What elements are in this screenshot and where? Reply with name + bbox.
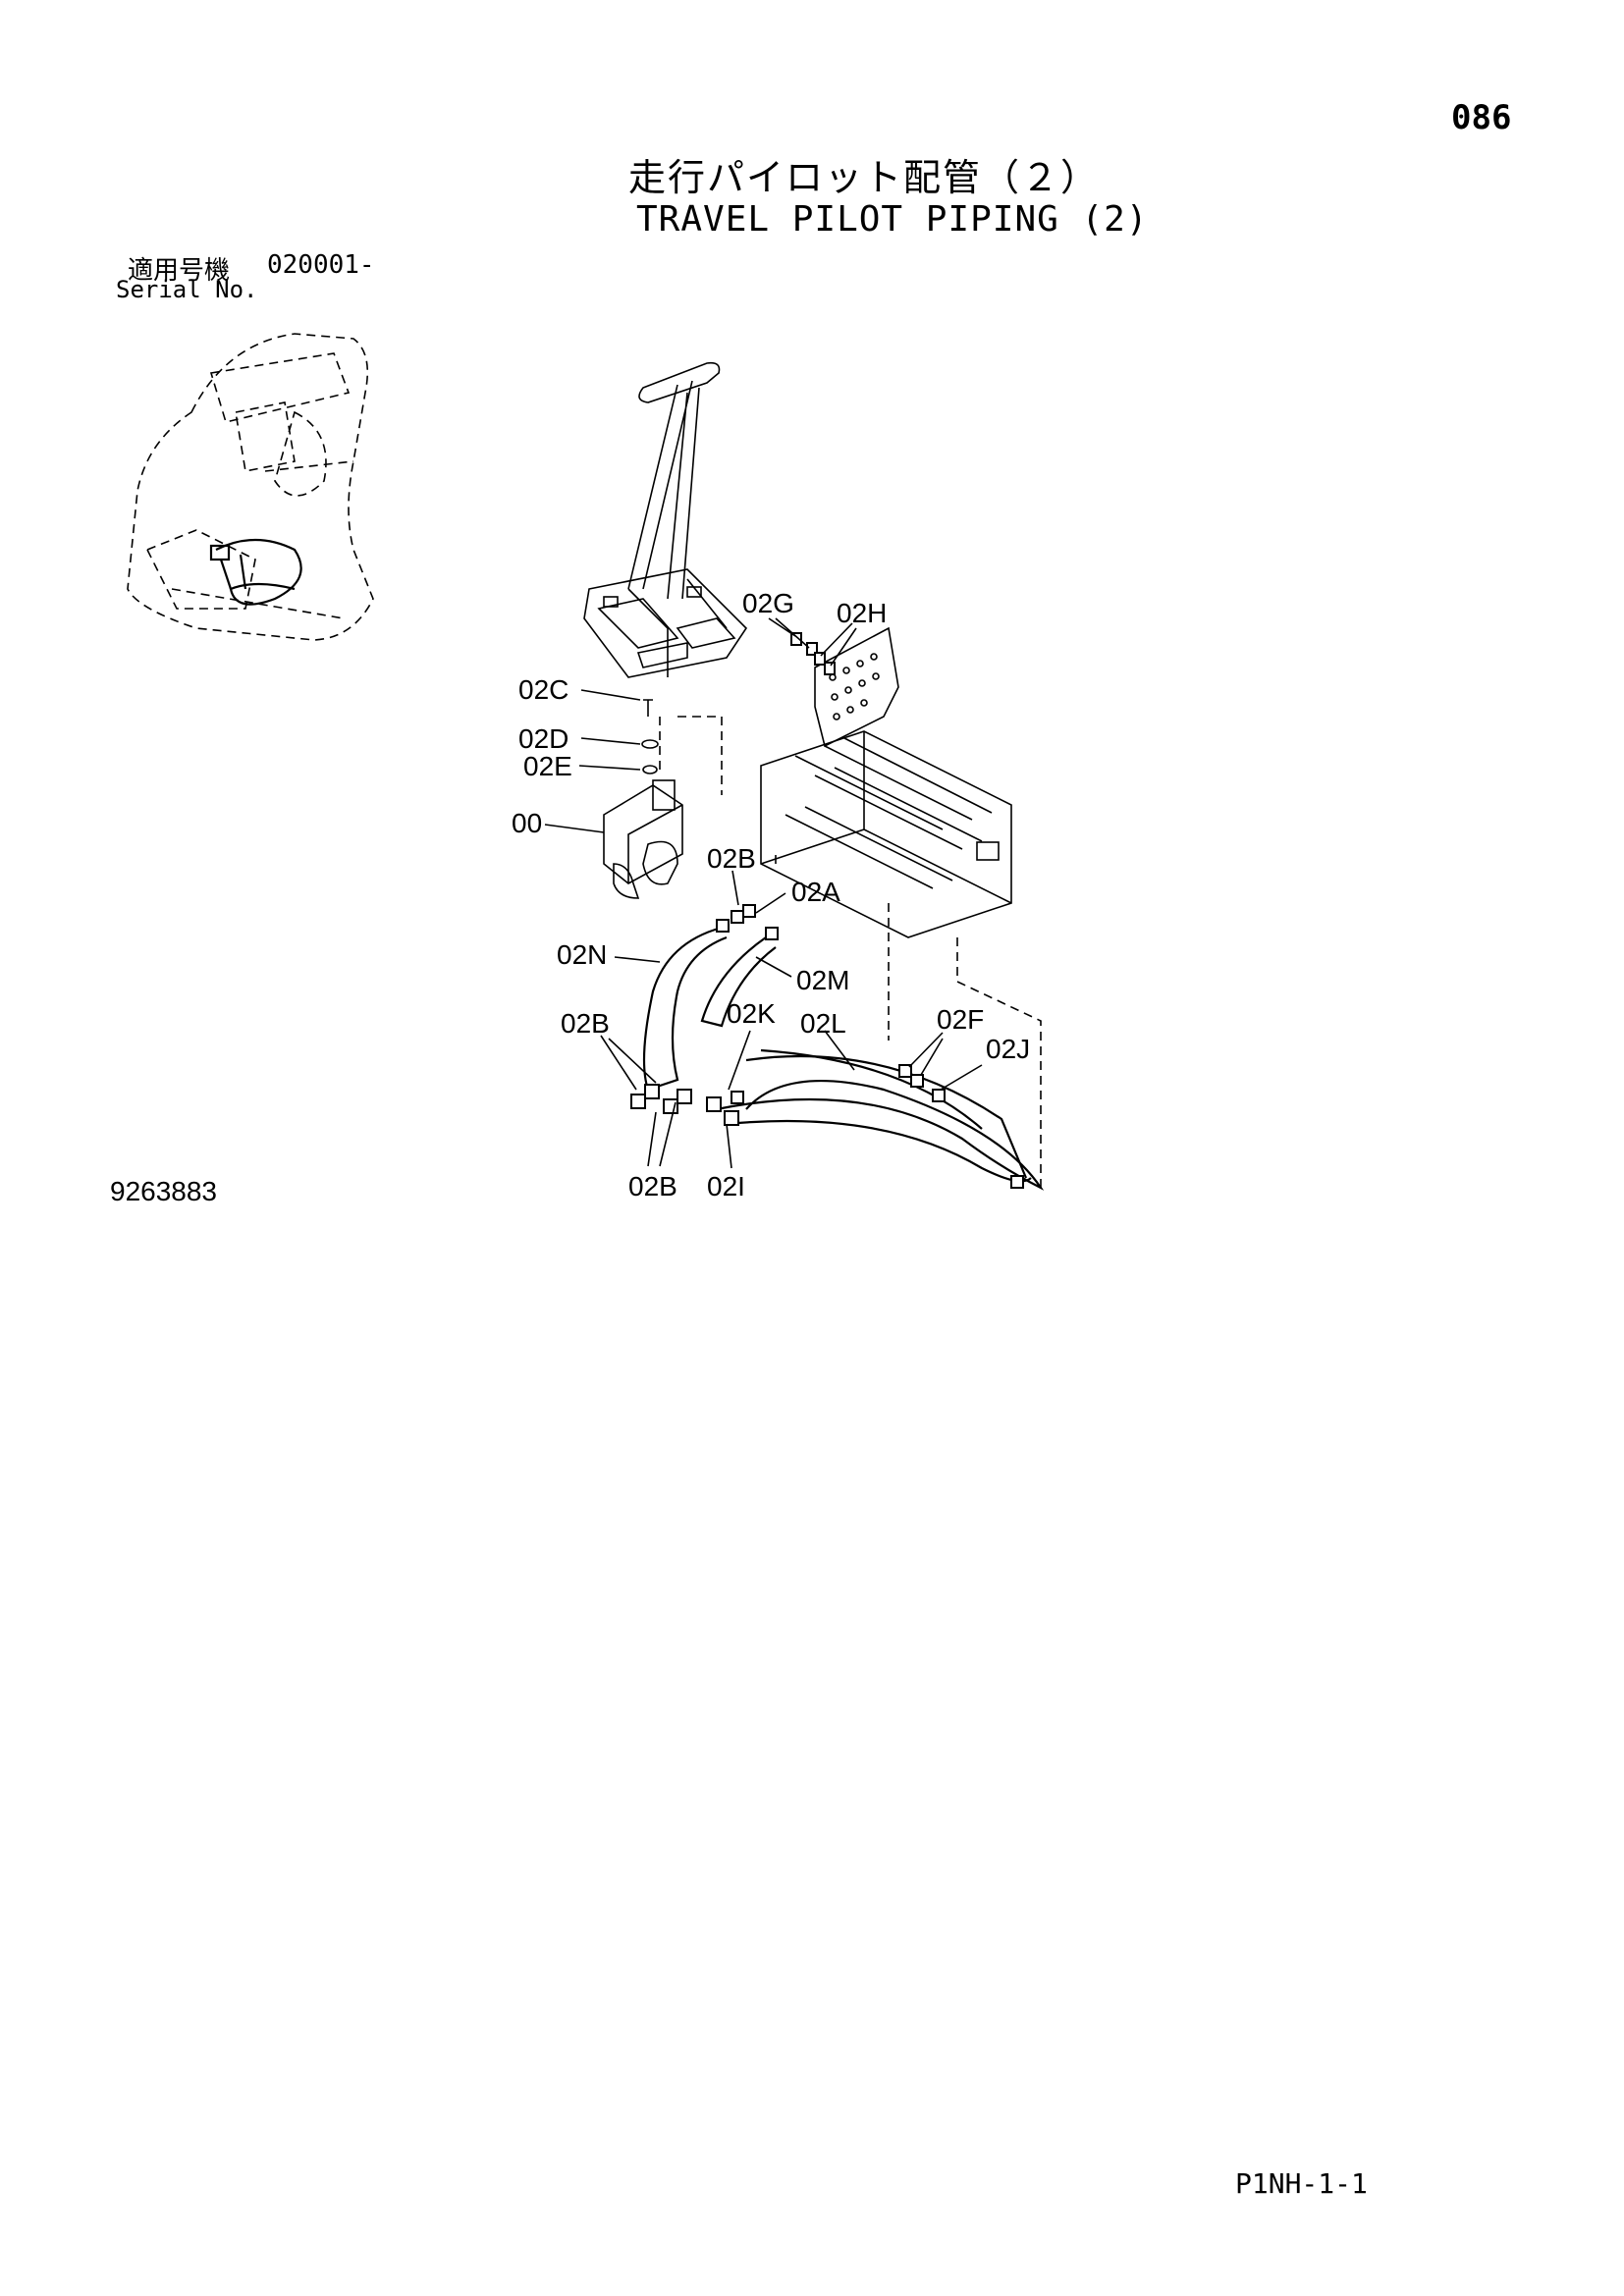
- title-japanese: 走行パイロット配管（２）: [628, 156, 1101, 199]
- callout-02G: 02G: [742, 588, 794, 618]
- callout-02D: 02D: [518, 723, 568, 754]
- callout-02I: 02I: [707, 1171, 745, 1201]
- footer-code: P1NH-1-1: [1235, 2167, 1368, 2200]
- callout-02B-bottom: 02B: [628, 1171, 677, 1201]
- callout-02C: 02C: [518, 674, 568, 705]
- serial-label-english: Serial No.: [116, 276, 258, 303]
- callout-02A: 02A: [791, 877, 840, 907]
- title-english: TRAVEL PILOT PIPING (2): [636, 199, 1149, 240]
- callout-00: 00: [512, 808, 542, 838]
- control-valve-block: [760, 730, 1042, 1188]
- callout-02L: 02L: [800, 1008, 846, 1039]
- callout-02B-top: 02B: [707, 843, 756, 874]
- serial-value: 020001-: [267, 250, 375, 280]
- serial-label-japanese: 適用号機: [128, 256, 231, 286]
- callout-02M: 02M: [796, 965, 849, 995]
- leader-lines: [544, 617, 983, 1169]
- callout-02B-left: 02B: [561, 1008, 610, 1039]
- callout-02F: 02F: [937, 1004, 984, 1035]
- fittings: [630, 632, 1024, 1189]
- drawing-number: 9263883: [110, 1176, 218, 1206]
- page-number: 086: [1451, 98, 1512, 137]
- pilot-valve: [603, 716, 723, 899]
- callout-labels: 02G 02H 02C 02D 02E 00 02B 02A 02N 02M 0…: [512, 588, 1030, 1201]
- callout-02N: 02N: [557, 939, 607, 970]
- machine-location-thumbnail: [127, 333, 374, 641]
- callout-02K: 02K: [727, 998, 776, 1029]
- bracket-plate: [814, 626, 899, 748]
- callout-02J: 02J: [986, 1034, 1030, 1064]
- callout-02E: 02E: [523, 751, 572, 781]
- mounting-hardware: [641, 699, 659, 774]
- travel-pedal-assembly: [583, 361, 748, 678]
- callout-02H: 02H: [837, 598, 887, 628]
